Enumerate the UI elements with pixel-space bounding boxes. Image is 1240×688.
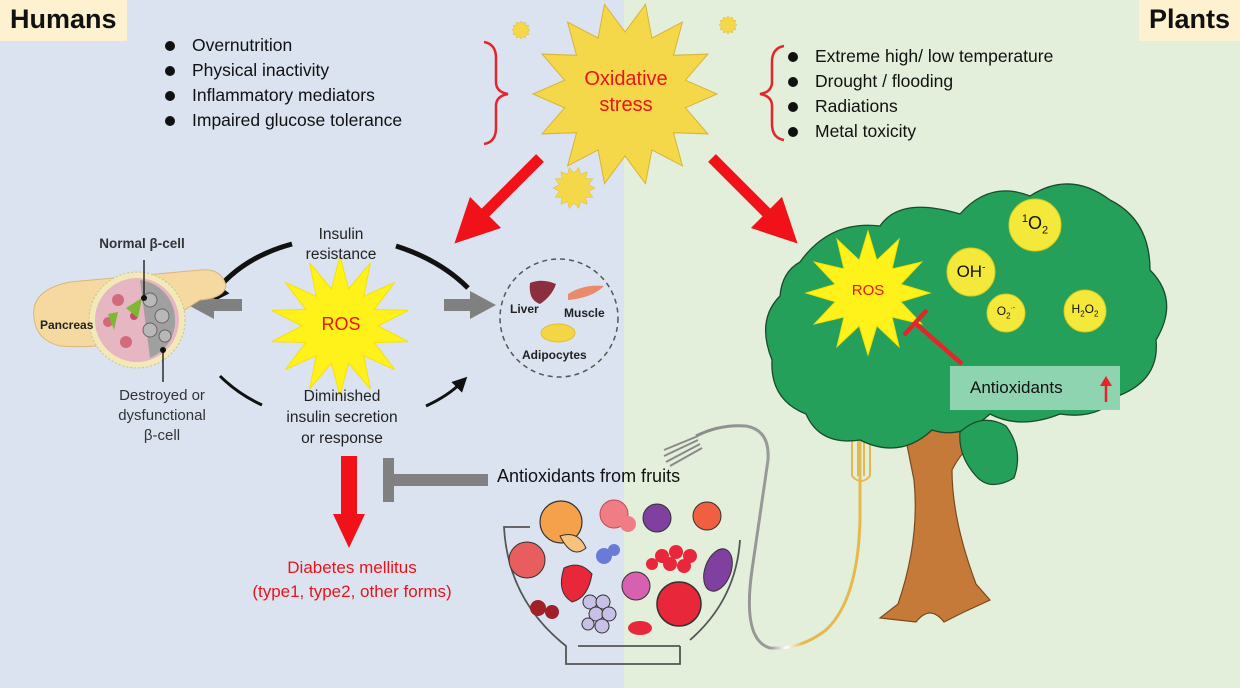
increase-arrow-icon	[1100, 376, 1112, 402]
singlet-subscript: 2	[1042, 224, 1049, 237]
human-cause-item: Physical inactivity	[162, 58, 402, 83]
antioxidants-box	[950, 366, 1120, 410]
superoxide-charge: ·-	[1010, 305, 1016, 312]
ros-burst-icon	[271, 255, 409, 397]
normal-beta-cell-label: Normal β-cell	[99, 236, 185, 251]
diabetes-outcome-label: Diabetes mellitus (type1, type2, other f…	[212, 556, 492, 604]
hydroxyl-radical-circle	[946, 247, 996, 297]
oxidative-stress-line1: Oxidative	[584, 68, 668, 90]
arrow-to-diabetes	[333, 456, 365, 548]
liver-label: Liver	[510, 302, 539, 316]
diminished-insulin-label: Diminished insulin secretion or response	[262, 386, 422, 449]
plant-ros-label: ROS	[851, 282, 885, 299]
cycle-arc-top-right	[395, 243, 470, 290]
destroyed-line2: dysfunctional	[118, 407, 206, 424]
singlet-oxygen-circle	[1008, 198, 1062, 252]
human-cause-item: Overnutrition	[162, 33, 402, 58]
liver-icon	[529, 280, 556, 304]
goji-icon	[628, 621, 652, 635]
hydrogen-peroxide-label: H2O2	[1064, 302, 1106, 318]
cranberries-icon	[646, 545, 697, 573]
superoxide-label: O2·-	[987, 304, 1025, 320]
destroyed-line1: Destroyed or	[119, 387, 205, 404]
plant-cause-item: Radiations	[785, 94, 1053, 119]
arrow-to-humans	[454, 154, 544, 244]
fruit-bowl-illustration	[503, 499, 741, 665]
small-sun-icon	[552, 166, 596, 210]
diminished-line1: Diminished	[303, 388, 381, 405]
singlet-o-text: O	[1027, 213, 1042, 233]
muscle-icon	[568, 285, 604, 300]
oh-charge: -	[982, 262, 986, 274]
left-brace	[483, 40, 509, 146]
blueberry-icon	[596, 548, 612, 564]
plants-panel-title: Plants	[1138, 0, 1240, 41]
apple-icon	[656, 581, 702, 627]
antioxidants-from-fruits-label: Antioxidants from fruits	[497, 466, 681, 486]
human-cause-item: Impaired glucose tolerance	[162, 108, 402, 133]
antioxidants-label: Antioxidants	[970, 378, 1063, 397]
h2o2-o-text: O	[1084, 302, 1094, 316]
human-causes-list: Overnutrition Physical inactivity Inflam…	[162, 33, 402, 133]
raspberry-icon	[621, 571, 651, 601]
tissues-illustration	[499, 258, 619, 378]
muscle-label: Muscle	[564, 306, 605, 320]
small-sun-icon	[718, 15, 738, 35]
orange-icon	[539, 500, 583, 544]
pancreas-label: Pancreas	[40, 318, 94, 332]
diabetes-line1: Diabetes mellitus	[287, 558, 417, 577]
plant-cause-item: Metal toxicity	[785, 119, 1053, 144]
pancreas-illustration	[33, 260, 227, 382]
cycle-arc-bottom-right	[425, 376, 468, 408]
adipocytes-icon	[540, 323, 576, 343]
plant-cause-item: Drought / flooding	[785, 69, 1053, 94]
h2o2-sub1: 2	[1080, 309, 1085, 319]
insulin-resistance-label: Insulin resistance	[296, 225, 386, 265]
oxidative-stress-burst-icon	[531, 3, 719, 185]
superoxide-o-text: O	[996, 304, 1007, 318]
diminished-line2: insulin secretion	[286, 409, 398, 426]
plant-ros-burst-icon	[804, 229, 932, 357]
grapes-icon	[581, 594, 617, 634]
superoxide-subscript: 2	[1006, 311, 1011, 321]
cherry-icon	[530, 600, 546, 616]
diabetes-line2: (type1, type2, other forms)	[252, 582, 452, 601]
gray-arrow-to-tissues	[444, 291, 496, 319]
insulin-resistance-line2: resistance	[305, 246, 377, 263]
arrow-to-plants	[708, 154, 798, 244]
singlet-oxygen-label: 1O2	[1009, 213, 1061, 237]
inhibition-bar-fruits	[383, 458, 488, 502]
diminished-line3: or response	[301, 430, 383, 447]
oxidative-stress-label: Oxidative stress	[566, 66, 686, 118]
strawberry-icon	[560, 564, 593, 603]
h2o2-h-text: H	[1071, 302, 1081, 316]
hydrogen-peroxide-circle	[1063, 289, 1107, 333]
hydroxyl-label: OH-	[947, 262, 995, 282]
plant-causes-list: Extreme high/ low temperature Drought / …	[785, 44, 1053, 144]
small-sun-icon	[511, 20, 531, 40]
adipocytes-label: Adipocytes	[522, 348, 587, 362]
oxidative-stress-line2: stress	[599, 94, 653, 116]
superoxide-circle	[986, 293, 1026, 333]
cycle-arc-bottom-left	[218, 374, 263, 407]
h2o2-sub2: 2	[1094, 309, 1099, 319]
destroyed-line3: β-cell	[143, 427, 181, 444]
tomato-icon	[692, 501, 722, 531]
right-brace	[759, 44, 785, 142]
humans-panel-title: Humans	[0, 0, 127, 41]
blackberry-icon	[642, 503, 672, 533]
plant-cause-item: Extreme high/ low temperature	[785, 44, 1053, 69]
antioxidant-inhibition-line	[902, 308, 964, 366]
insulin-resistance-line1: Insulin	[318, 226, 364, 243]
pomegranate-icon	[508, 541, 546, 579]
mulberry-icon	[703, 548, 733, 592]
oh-text: OH	[956, 262, 983, 281]
tree-side-branch	[959, 419, 1019, 486]
singlet-superscript: 1	[1021, 213, 1028, 225]
destroyed-beta-cell-label: Destroyed or dysfunctional β-cell	[100, 386, 224, 446]
human-cause-item: Inflammatory mediators	[162, 83, 402, 108]
ros-label: ROS	[321, 314, 361, 334]
